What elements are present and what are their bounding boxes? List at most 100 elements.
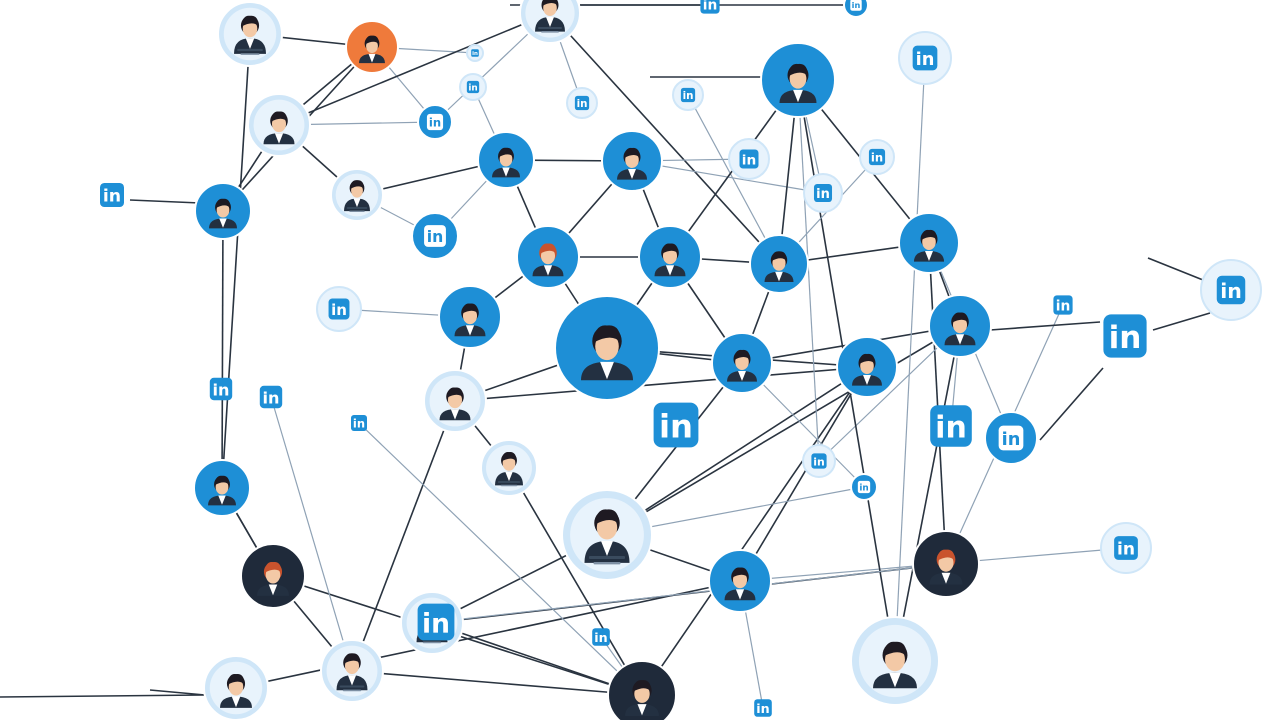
linkedin-logo-icon [813, 183, 833, 203]
linkedin-logo-node[interactable]: in [728, 138, 770, 180]
person-node[interactable] [345, 20, 399, 74]
linkedin-logo-node[interactable]: in [850, 473, 878, 501]
connection-line [351, 400, 456, 672]
person-node[interactable] [217, 1, 283, 67]
linkedin-glyph: in [213, 380, 230, 399]
linkedin-glyph: in [659, 408, 693, 446]
linkedin-logo-node[interactable]: in [316, 286, 362, 332]
linkedin-logo-node[interactable]: in [1200, 259, 1262, 321]
person-node[interactable] [480, 439, 538, 497]
linkedin-logo-icon [209, 377, 233, 401]
person-node[interactable] [898, 212, 960, 274]
person-node[interactable] [519, 0, 581, 44]
linkedin-glyph: in [852, 0, 861, 10]
person-node[interactable] [240, 543, 306, 609]
person-node[interactable] [928, 294, 992, 358]
person-node[interactable] [477, 131, 535, 189]
caption-line [593, 562, 621, 565]
linkedin-logo-node[interactable]: in [803, 173, 843, 213]
linkedin-logo-node[interactable]: in [930, 405, 972, 447]
person-node[interactable] [516, 225, 580, 289]
person-node[interactable] [607, 660, 677, 720]
linkedin-logo-node[interactable]: in [898, 31, 952, 85]
person-avatar-icon [779, 63, 817, 103]
person-node[interactable] [836, 336, 898, 398]
linkedin-logo-node[interactable]: in [754, 699, 772, 717]
connection-line [1152, 312, 1211, 331]
linkedin-logo-node[interactable]: in [592, 628, 610, 646]
person-node[interactable] [423, 369, 487, 433]
linkedin-glyph: in [577, 98, 588, 110]
linkedin-logo-icon [754, 699, 772, 717]
person-node[interactable] [320, 639, 384, 703]
linkedin-logo-icon [1114, 536, 1138, 560]
linkedin-logo-node[interactable]: in [1103, 314, 1147, 358]
person-node[interactable] [601, 130, 663, 192]
caption-line [538, 27, 562, 29]
linkedin-logo-node[interactable]: in [566, 87, 598, 119]
connection-line [278, 12, 551, 126]
connection-line [129, 199, 201, 204]
person-avatar-icon [208, 475, 236, 506]
linkedin-logo-icon [739, 149, 759, 169]
linkedin-logo-icon [857, 480, 871, 494]
caption-line [346, 207, 368, 209]
person-node[interactable] [554, 295, 660, 401]
linkedin-logo-node[interactable]: in [417, 104, 453, 140]
linkedin-logo-icon [680, 87, 696, 103]
connection-line [1147, 257, 1204, 281]
linkedin-logo-node[interactable]: in [843, 0, 869, 18]
person-node[interactable] [912, 530, 980, 598]
linkedin-logo-node[interactable]: in [100, 183, 124, 207]
caption-line [339, 685, 365, 688]
linkedin-logo-node[interactable]: in [259, 385, 283, 409]
person-avatar-icon [220, 674, 252, 708]
linkedin-logo-node[interactable]: in [653, 402, 699, 448]
linkedin-glyph: in [263, 388, 280, 407]
person-node[interactable] [203, 655, 269, 720]
person-node[interactable] [760, 42, 836, 118]
person-avatar-icon [654, 243, 686, 277]
linkedin-glyph: in [1002, 429, 1021, 450]
person-node[interactable] [193, 459, 251, 517]
linkedin-logo-node[interactable]: in [209, 377, 233, 401]
linkedin-glyph: in [813, 455, 825, 468]
linkedin-logo-node[interactable]: in [459, 73, 487, 101]
connection-line [687, 94, 780, 265]
connection-line [928, 242, 947, 565]
linkedin-logo-node[interactable]: in [411, 212, 459, 260]
linkedin-glyph: in [1056, 298, 1071, 314]
person-node[interactable] [438, 285, 502, 349]
connection-line [606, 366, 868, 536]
person-avatar-icon [617, 147, 647, 180]
linkedin-glyph: in [756, 701, 769, 716]
linkedin-logo-node[interactable]: in [1100, 522, 1152, 574]
linkedin-logo-node[interactable]: in [859, 139, 895, 175]
linkedin-logo-node[interactable]: in [417, 603, 455, 641]
linkedin-logo-node[interactable]: in [802, 444, 836, 478]
person-node[interactable] [749, 234, 809, 294]
person-avatar-icon [359, 35, 385, 64]
linkedin-logo-node[interactable]: in [351, 415, 367, 431]
linkedin-logo-node[interactable]: in [1053, 295, 1073, 315]
linkedin-logo-node[interactable]: in [466, 44, 484, 62]
linkedin-glyph: in [816, 187, 830, 202]
person-node[interactable] [247, 93, 311, 157]
person-node[interactable] [850, 616, 940, 706]
person-node[interactable] [708, 549, 772, 613]
person-node[interactable] [561, 489, 653, 581]
person-node[interactable] [638, 225, 702, 289]
linkedin-glyph: in [1109, 320, 1142, 356]
linkedin-logo-node[interactable]: in [672, 79, 704, 111]
person-node[interactable] [194, 182, 252, 240]
connection-line [894, 325, 961, 662]
person-node[interactable] [330, 168, 384, 222]
linkedin-logo-node[interactable]: in [984, 411, 1038, 465]
connection-line [270, 396, 353, 672]
connection-line [431, 622, 643, 696]
linkedin-glyph: in [103, 187, 121, 207]
caption-line [349, 210, 365, 212]
linkedin-logo-node[interactable]: in [700, 0, 720, 14]
person-node[interactable] [711, 332, 773, 394]
